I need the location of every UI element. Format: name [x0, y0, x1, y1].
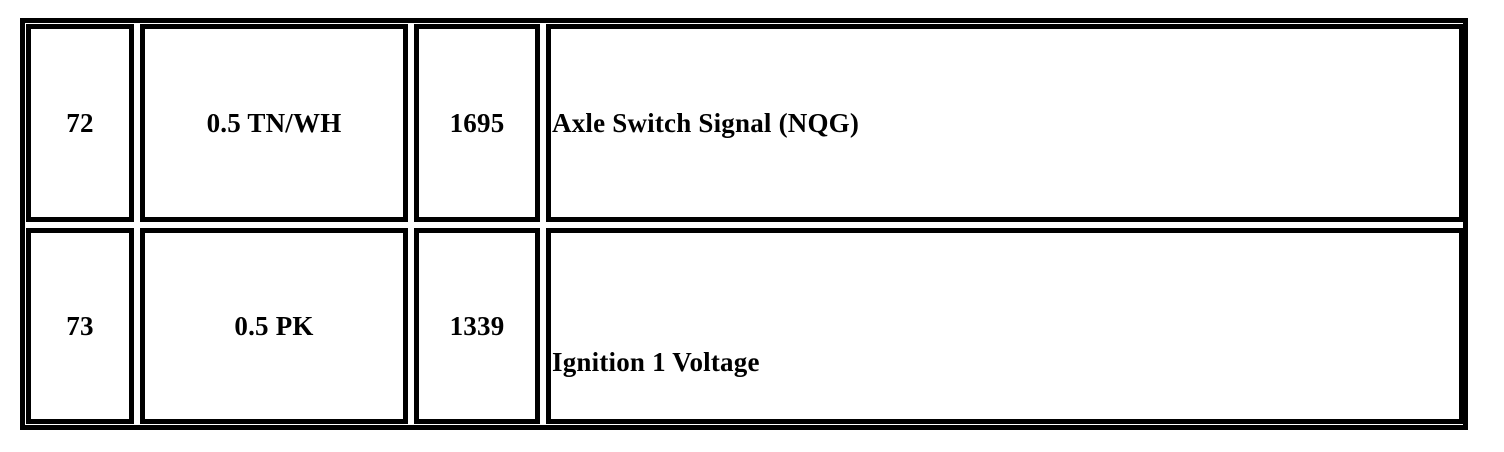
circuit-number-text: 1695: [449, 107, 505, 138]
cell-description: Axle Switch Signal (NQG): [546, 24, 1464, 222]
cell-wire-spec: 0.5 TN/WH: [140, 24, 408, 222]
circuit-number-text: 1339: [449, 310, 505, 341]
wiring-pinout-table: 72 0.5 TN/WH 1695 Axle Switch Signal (NQ…: [20, 18, 1468, 430]
description-text: Axle Switch Signal (NQG): [552, 107, 860, 138]
table-row: 72 0.5 TN/WH 1695 Axle Switch Signal (NQ…: [26, 24, 1464, 222]
pin-number-text: 72: [66, 107, 94, 138]
wire-spec-text: 0.5 PK: [234, 310, 314, 341]
cell-circuit-number: 1339: [414, 228, 540, 424]
pin-number-text: 73: [66, 310, 94, 341]
cell-description: Ignition 1 Voltage: [546, 228, 1464, 424]
cell-circuit-number: 1695: [414, 24, 540, 222]
cell-wire-spec: 0.5 PK: [140, 228, 408, 424]
wire-spec-text: 0.5 TN/WH: [206, 107, 342, 138]
description-text: Ignition 1 Voltage: [552, 346, 760, 377]
table-inner: 72 0.5 TN/WH 1695 Axle Switch Signal (NQ…: [25, 23, 1464, 425]
cell-pin-number: 72: [26, 24, 134, 222]
table-row: 73 0.5 PK 1339 Ignition 1 Voltage: [26, 228, 1464, 424]
cell-pin-number: 73: [26, 228, 134, 424]
